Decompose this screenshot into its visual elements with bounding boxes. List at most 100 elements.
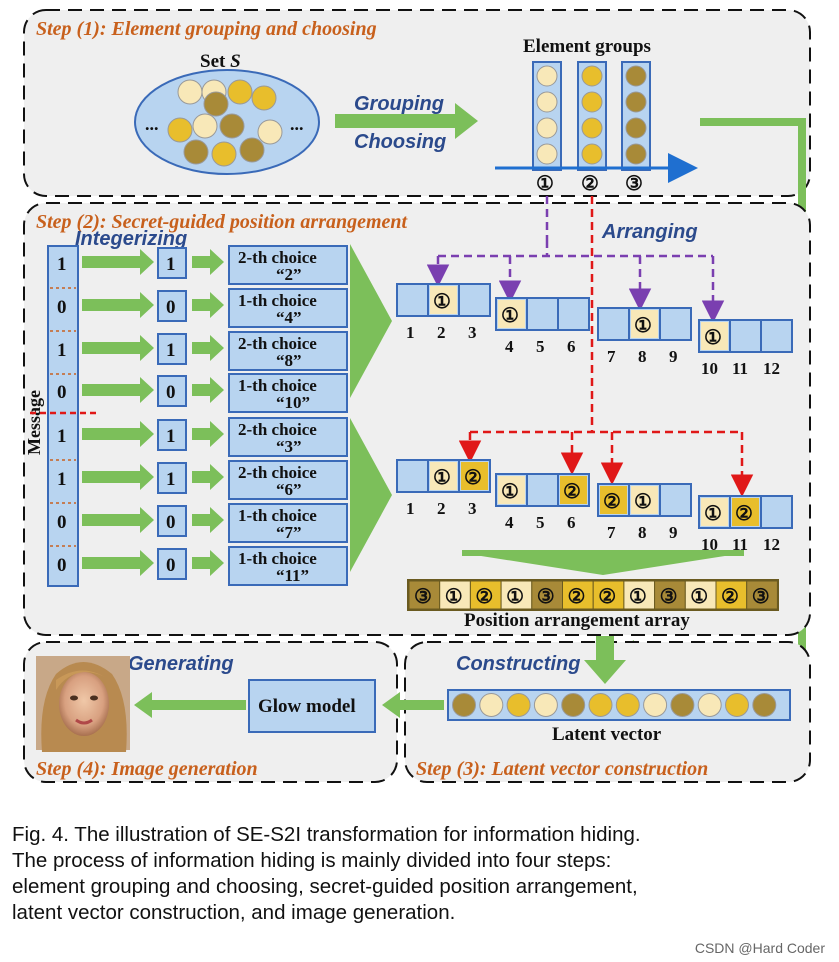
set-dots-right: ... [290,114,304,134]
latent-bead [643,693,668,717]
integerize-arrow [82,292,154,318]
element-groups-title: Element groups [523,36,651,57]
latent-beads [452,693,777,717]
integerize-arrow [82,550,154,576]
position-number: 12 [763,535,780,554]
arrangement-cell-label: ① [704,503,722,525]
integerize-arrow [82,464,154,490]
arrangement-cell [557,297,590,331]
step2-title: Step (2): Secret-guided position arrange… [36,211,409,233]
integer-box [157,375,187,407]
position-number: 6 [567,513,576,532]
position-array-cell [531,580,563,610]
glow-to-image-arrow [134,692,246,718]
choice-arrow [192,249,224,275]
choice-rank: 1-th choice [238,291,317,310]
latent-bead [615,693,640,717]
chevron-lower [350,418,392,572]
position-array-cell-label: ③ [660,586,678,608]
arrangement-cell-label: ① [433,291,451,313]
arrangement-cell-label: ① [501,305,519,327]
position-number: 9 [669,347,678,366]
set-dots-left: ... [145,114,159,134]
latent-bead [452,693,476,717]
grouping-label: Grouping [354,93,444,115]
arrangement-cell-fill [461,462,488,490]
arrangement-cell [760,319,793,353]
choice-box [228,503,348,543]
step4-title: Step (4): Image generation [36,758,258,780]
latent-bead [697,693,722,717]
arrangement-cell-fill [560,476,587,504]
arrangement-cell-fill [631,486,658,514]
choice-arrow [192,335,224,361]
choice-position: “2” [276,265,302,284]
position-array-cell-label: ① [629,586,647,608]
position-number: 11 [732,359,748,378]
position-array-cell [715,580,748,610]
position-array-cell-label: ① [445,586,463,608]
red-dashed-arrows [458,196,754,497]
construct-down-arrow [584,636,626,684]
arranging-label: Arranging [601,221,698,243]
position-array-cell-label: ① [506,586,524,608]
caption-line: Fig. 4. The illustration of SE-S2I trans… [12,823,641,846]
arrangement-cell [760,495,793,529]
position-array-cell [623,580,656,610]
choice-position: “8” [276,351,302,370]
choice-rank: 2-th choice [238,420,317,439]
latent-vector-label: Latent vector [552,724,662,745]
position-number: 8 [638,347,647,366]
position-array-cell-label: ② [568,586,586,608]
group-column-3 [621,61,651,171]
position-number: 12 [763,359,780,378]
position-array-cell [592,580,625,610]
arrangement-cell-label: ② [563,481,581,503]
integer-value: 1 [166,469,176,490]
group-label-2: ② [581,173,599,195]
integer-box [157,333,187,365]
choice-rank: 1-th choice [238,376,317,395]
position-array-cell-label: ② [721,586,739,608]
choice-rank: 2-th choice [238,248,317,267]
choice-box [228,245,348,285]
latent-bead [752,693,777,717]
choice-box [228,417,348,457]
integerize-arrow [82,335,154,361]
message-label: Message [24,390,44,455]
group-label-1: ① [536,173,554,195]
caption-line: The process of information hiding is mai… [12,849,612,872]
position-array-cell [684,580,717,610]
arrangement-cell-fill [631,310,658,338]
position-number: 8 [638,523,647,542]
choice-rank: 1-th choice [238,549,317,568]
position-number: 6 [567,337,576,356]
integer-box [157,462,187,494]
position-array-cell-label: ③ [752,586,770,608]
choice-position: “7” [276,523,302,542]
integerize-arrow [82,249,154,275]
integer-box [157,247,187,279]
choice-box [228,288,348,328]
choice-position: “6” [276,480,302,499]
watermark: CSDN @Hard Coder [694,940,825,956]
position-number: 10 [701,535,718,554]
position-number: 7 [607,347,616,366]
integerizing-label: Integerizing [75,228,187,250]
latent-bead [506,693,531,717]
position-number: 3 [468,499,477,518]
position-array-cell [654,580,686,610]
choice-rank: 2-th choice [238,463,317,482]
group-column-1 [532,61,562,171]
choice-box [228,546,348,586]
arrangement-cell [659,483,692,517]
generating-label: Generating [128,653,234,675]
